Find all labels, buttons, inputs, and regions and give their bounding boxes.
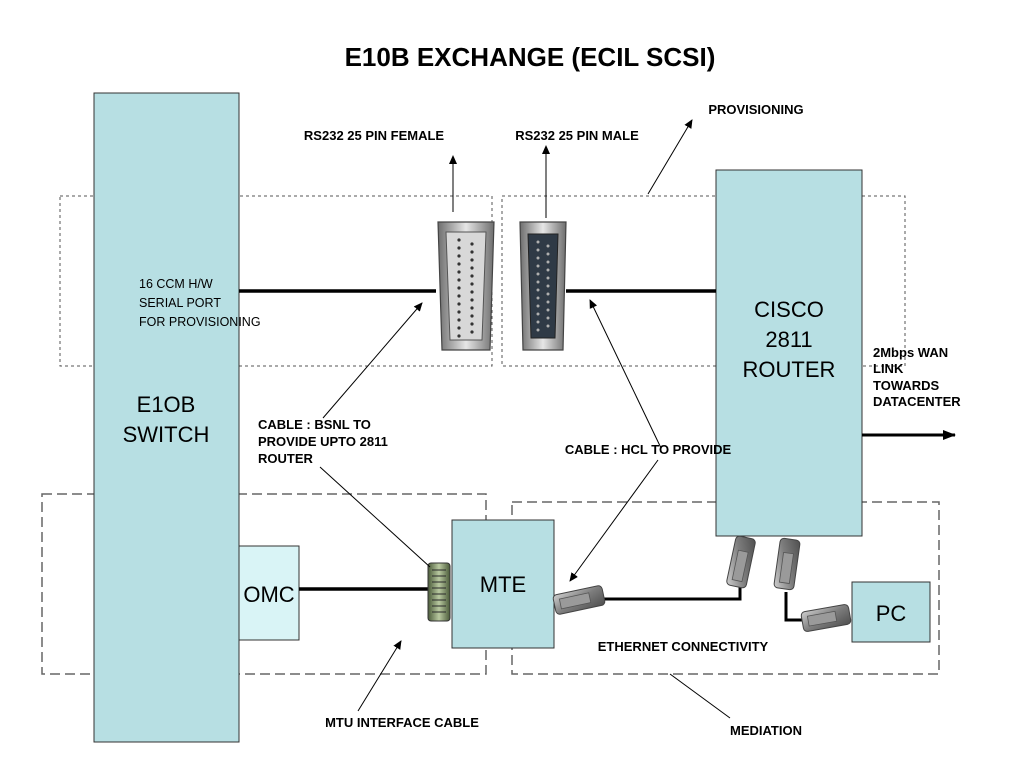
wan-label-line3: TOWARDS xyxy=(873,378,940,393)
provisioning-arrow xyxy=(647,119,693,195)
wan-label-line1: 2Mbps WAN xyxy=(873,345,948,360)
bsnl-cable-arrow-up xyxy=(322,302,423,419)
mediation-label: MEDIATION xyxy=(730,723,802,738)
hcl-cable-label: CABLE : HCL TO PROVIDE xyxy=(565,442,732,457)
bsnl-cable-label-line3: ROUTER xyxy=(258,451,314,466)
omc-box xyxy=(238,545,300,641)
diagram-title: E10B EXCHANGE (ECIL SCSI) xyxy=(345,42,716,72)
rj45-connector-router-2-icon xyxy=(773,537,801,591)
e10b-switch-box xyxy=(93,92,240,743)
ethernet-connectivity-label: ETHERNET CONNECTIVITY xyxy=(598,639,769,654)
mtu-connector-icon xyxy=(427,562,451,622)
omc-label: OMC xyxy=(243,582,294,607)
rj45-connector-router-1-icon xyxy=(726,535,756,589)
bsnl-cable-label-line1: CABLE : BSNL TO xyxy=(258,417,371,432)
wan-label-line4: DATACENTER xyxy=(873,394,961,409)
mte-box xyxy=(451,519,555,649)
serial-port-label-line1: 16 CCM H/W xyxy=(139,277,213,291)
mte-to-router-ethernet-cable xyxy=(604,578,742,601)
wan-label-line2: LINK xyxy=(873,361,904,376)
mte-label: MTE xyxy=(480,572,526,597)
rs232-female-label: RS232 25 PIN FEMALE xyxy=(304,128,444,143)
pc-box xyxy=(851,581,931,643)
rj45-connector-mte-icon xyxy=(552,585,606,615)
provisioning-region-right xyxy=(501,195,906,367)
router-label-line3: ROUTER xyxy=(743,357,836,382)
db25-male-connector-icon xyxy=(519,221,567,351)
mediation-pointer-line xyxy=(669,673,731,719)
router-label-line1: CISCO xyxy=(754,297,824,322)
switch-label-line1: E1OB xyxy=(137,392,196,417)
mtu-interface-cable-label: MTU INTERFACE CABLE xyxy=(325,715,479,730)
hcl-cable-arrow-down xyxy=(569,459,659,582)
cisco-router-box xyxy=(715,169,863,537)
mtu-cable-arrow xyxy=(357,640,402,712)
db25-female-connector-icon xyxy=(437,221,495,351)
router-label-line2: 2811 xyxy=(765,327,812,352)
switch-label-line2: SWITCH xyxy=(123,422,210,447)
rs232-male-label: RS232 25 PIN MALE xyxy=(515,128,639,143)
bsnl-cable-line-down xyxy=(319,466,431,568)
bsnl-cable-label-line2: PROVIDE UPTO 2811 xyxy=(258,434,388,449)
serial-port-label-line2: SERIAL PORT xyxy=(139,296,221,310)
serial-port-label-line3: FOR PROVISIONING xyxy=(139,315,261,329)
pc-label: PC xyxy=(876,601,907,626)
router-to-pc-ethernet-cable xyxy=(784,592,806,622)
provisioning-label: PROVISIONING xyxy=(708,102,803,117)
hcl-cable-arrow-up xyxy=(589,299,662,449)
rj45-connector-pc-icon xyxy=(800,604,852,632)
